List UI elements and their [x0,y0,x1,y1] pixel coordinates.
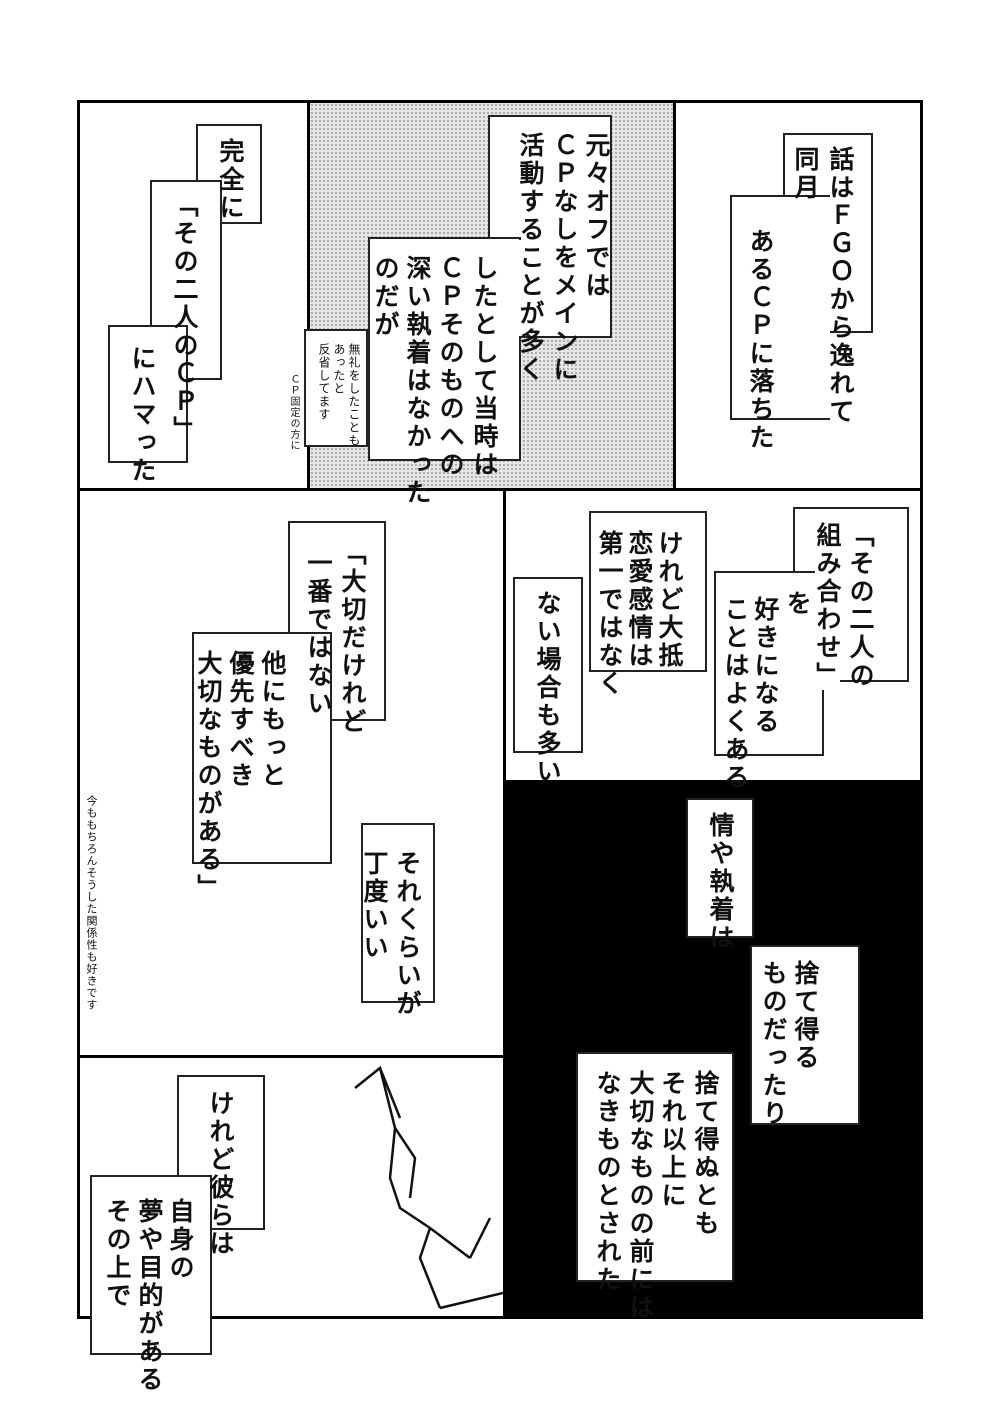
caption-box [576,1052,734,1282]
caption-box [361,823,435,1003]
caption-line: 大切なものの前には [626,1070,655,1322]
caption-line: したとして当時は [470,255,499,479]
caption-line: けれど大抵 [655,530,684,670]
caption-line: なきものとされた [593,1070,622,1294]
caption-line: 夢や目的がある [135,1198,164,1394]
caption-box [750,945,860,1125]
caption-box [714,571,824,756]
caption-line: ＣＰそのものへの [436,255,465,479]
caption-line: それ以上に [658,1070,687,1210]
note-line: 無礼をしたことも [347,343,361,447]
caption-line: ＣＰなしをメインに [550,132,579,384]
caption-line: けれど彼らは [206,1090,235,1258]
caption-line: にハマった [128,345,157,485]
caption-box [368,237,521,461]
note-box [304,329,368,447]
caption-line: 情や執着は [706,812,735,952]
caption-line: 組み合わせ」 [813,522,842,690]
caption-line: 元々オフでは [582,132,611,300]
caption-line: 活動することが多く [516,132,545,384]
note-line: 反省してます [317,343,331,421]
caption-line: ものだったり [759,960,788,1128]
caption-line: 話はＦＧＯから逸れて [826,146,855,426]
note-line: あったと [332,343,346,395]
character-sketch [354,1065,503,1310]
caption-line: 完全に [216,138,245,222]
caption-line: ない場合も多い [533,590,562,786]
caption-line: 恋愛感情は [625,530,654,670]
caption-line: その上で [103,1198,132,1310]
caption-line: 第一ではなく [595,530,624,698]
caption-line: 他にもっと [258,650,287,790]
caption-line: 丁度いい [360,850,389,962]
caption-line: 優先すべき [226,650,255,790]
caption-line: 捨て得ぬとも [691,1070,720,1238]
caption-box [589,511,707,672]
side-note: 今ももちろんそうした関係性も好きです [85,795,98,1011]
caption-box [730,195,830,420]
caption-line: を [783,590,812,618]
caption-line: それくらいが [393,850,422,1018]
caption-box [686,798,754,938]
caption-box [177,1075,265,1230]
caption-line: 同月 [791,146,820,202]
caption-line: 深い執着はなかった [403,255,432,507]
caption-line: 捨て得る [791,960,820,1072]
caption-line: ことはよくある [721,596,750,792]
caption-line: 自身の [166,1198,195,1282]
caption-box [90,1175,212,1355]
caption-line: 大切なものがある」 [194,650,223,902]
caption-line: 「大切だけれど [338,540,367,736]
caption-box [513,577,583,753]
caption-line: 好きになる [751,596,780,736]
caption-line: 「その二人のＣＰ」 [170,192,199,444]
caption-line: 「その二人の [846,522,875,690]
caption-line: あるＣＰに落ちた [746,228,775,452]
side-note: ＣＰ固定の方に [288,374,299,451]
caption-line: のだが [371,255,400,339]
caption-line: 一番ではない [304,550,333,718]
caption-box [108,325,188,463]
